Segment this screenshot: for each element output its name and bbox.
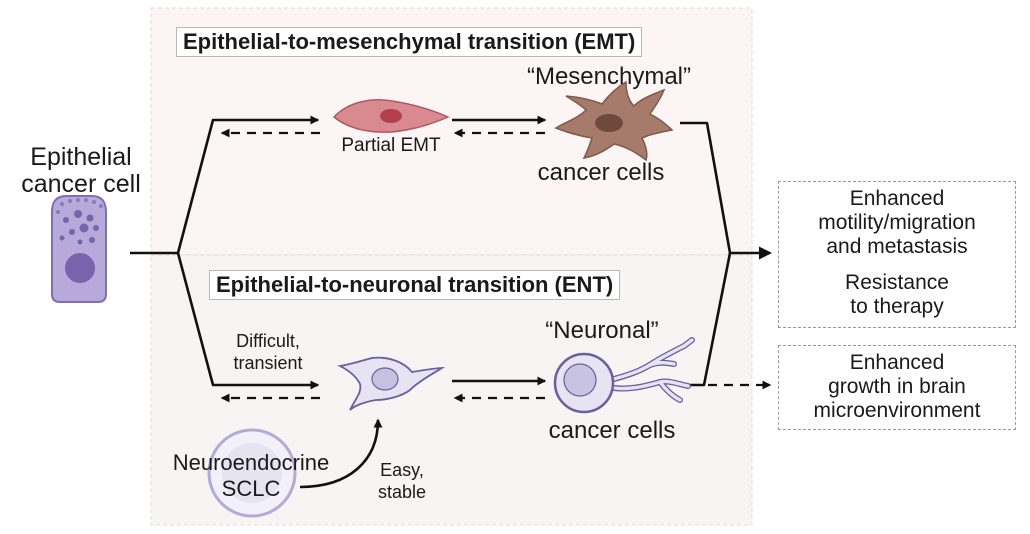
transient-neuronal-cell-icon (337, 356, 446, 411)
outcome-box1-line5: to therapy (850, 295, 944, 318)
neuronal-cell-icon (553, 337, 695, 414)
partial-emt-cell-icon (332, 99, 450, 133)
outcome-box1-line3: and metastasis (826, 235, 968, 258)
outcome-box2-line1: Enhanced (849, 351, 945, 374)
outcome-box1-line2: motility/migration (818, 211, 976, 234)
outcome-box2-line2: growth in brain (828, 375, 966, 398)
outcome-box2-line3: microenvironment (813, 399, 981, 422)
emt-title: Epithelial-to-mesenchymal transition (EM… (176, 27, 643, 57)
ent-title: Epithelial-to-neuronal transition (ENT) (209, 270, 621, 300)
neuronal-cells-label: cancer cells (548, 417, 676, 444)
reverse-arrows (220, 128, 772, 403)
epithelial-cell-icon (51, 195, 107, 303)
partial-emt-label: Partial EMT (341, 135, 441, 156)
forward-arrows (452, 115, 547, 386)
mesenchymal-quote-label: “Mesenchymal” (526, 63, 692, 90)
difficult-line1: Difficult, (236, 331, 300, 351)
epithelial-label: Epithelial cancer cell (2, 144, 160, 198)
difficult-transient-label: Difficult, transient (208, 330, 328, 374)
outcome-box1-line4: Resistance (845, 271, 949, 294)
outcome-box-brain: Enhanced growth in brain microenvironmen… (778, 345, 1016, 430)
neuroendocrine-line2: SCLC (221, 476, 281, 501)
easy-stable-label: Easy, stable (364, 459, 440, 503)
sclc-arrow (299, 418, 383, 489)
difficult-line2: transient (233, 353, 303, 373)
easy-line2: stable (377, 482, 427, 502)
easy-line1: Easy, (380, 460, 424, 480)
branch-lines (130, 115, 772, 390)
neuroendocrine-sclc-label: Neuroendocrine SCLC (156, 450, 346, 502)
mesenchymal-cells-label: cancer cells (537, 159, 665, 186)
neuronal-quote-label: “Neuronal” (545, 317, 659, 344)
outcome-box1-line1: Enhanced (849, 187, 945, 210)
neuroendocrine-line1: Neuroendocrine (172, 450, 330, 475)
outcome-box-metastasis: Enhanced motility/migration and metastas… (778, 181, 1016, 328)
sclc-cell-icon (207, 428, 297, 518)
epithelial-label-line2: cancer cell (21, 170, 141, 198)
epithelial-label-line1: Epithelial (30, 143, 132, 171)
mesenchymal-cell-icon (554, 80, 674, 162)
